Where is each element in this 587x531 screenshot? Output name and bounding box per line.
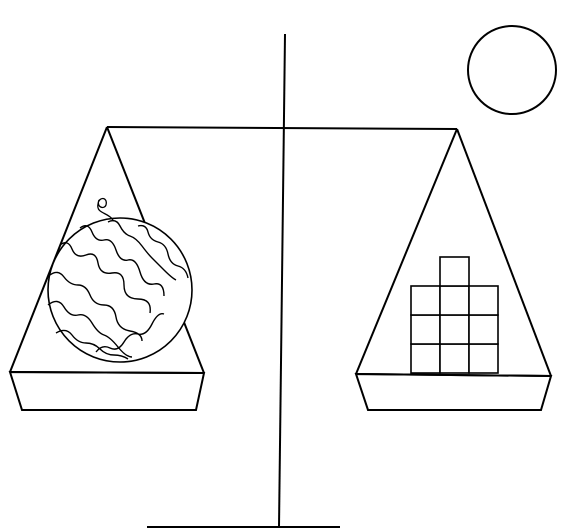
unit-cube <box>411 315 440 344</box>
unit-cube-stack <box>411 257 498 373</box>
unit-cube <box>440 315 469 344</box>
scale-beam <box>107 127 457 129</box>
unit-cube <box>440 286 469 315</box>
unit-cube <box>411 344 440 373</box>
unit-cube <box>469 286 498 315</box>
right-pan <box>356 129 551 410</box>
unit-cube <box>440 344 469 373</box>
unit-cube <box>440 257 469 286</box>
unit-cube <box>469 344 498 373</box>
unit-cube <box>411 286 440 315</box>
scale-post <box>279 34 285 527</box>
left-pan-body <box>10 372 204 410</box>
left-pan <box>10 127 204 410</box>
right-pan-body <box>356 374 551 410</box>
unit-cube <box>469 315 498 344</box>
left-pan-rim <box>10 372 204 373</box>
empty-circle <box>468 26 556 114</box>
